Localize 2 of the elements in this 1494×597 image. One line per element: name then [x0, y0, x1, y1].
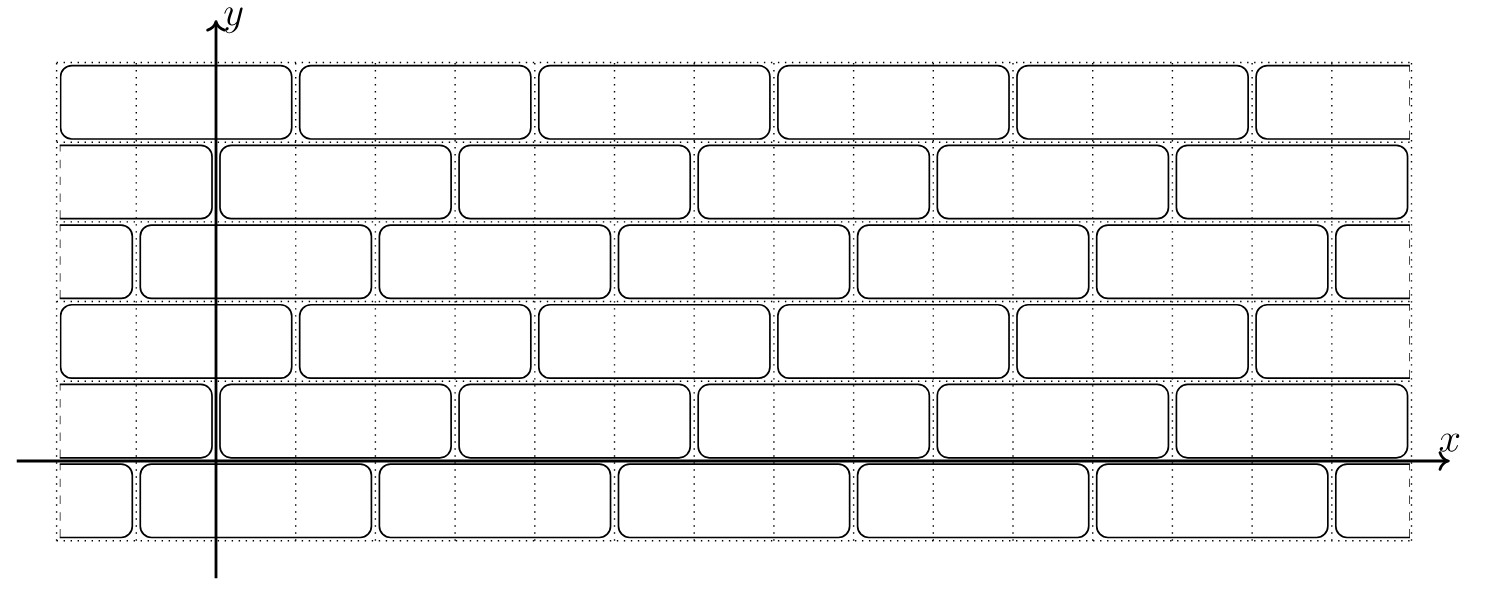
axis-label: $x$ [1439, 433, 1460, 452]
axis-label: $y$ [224, 7, 243, 34]
